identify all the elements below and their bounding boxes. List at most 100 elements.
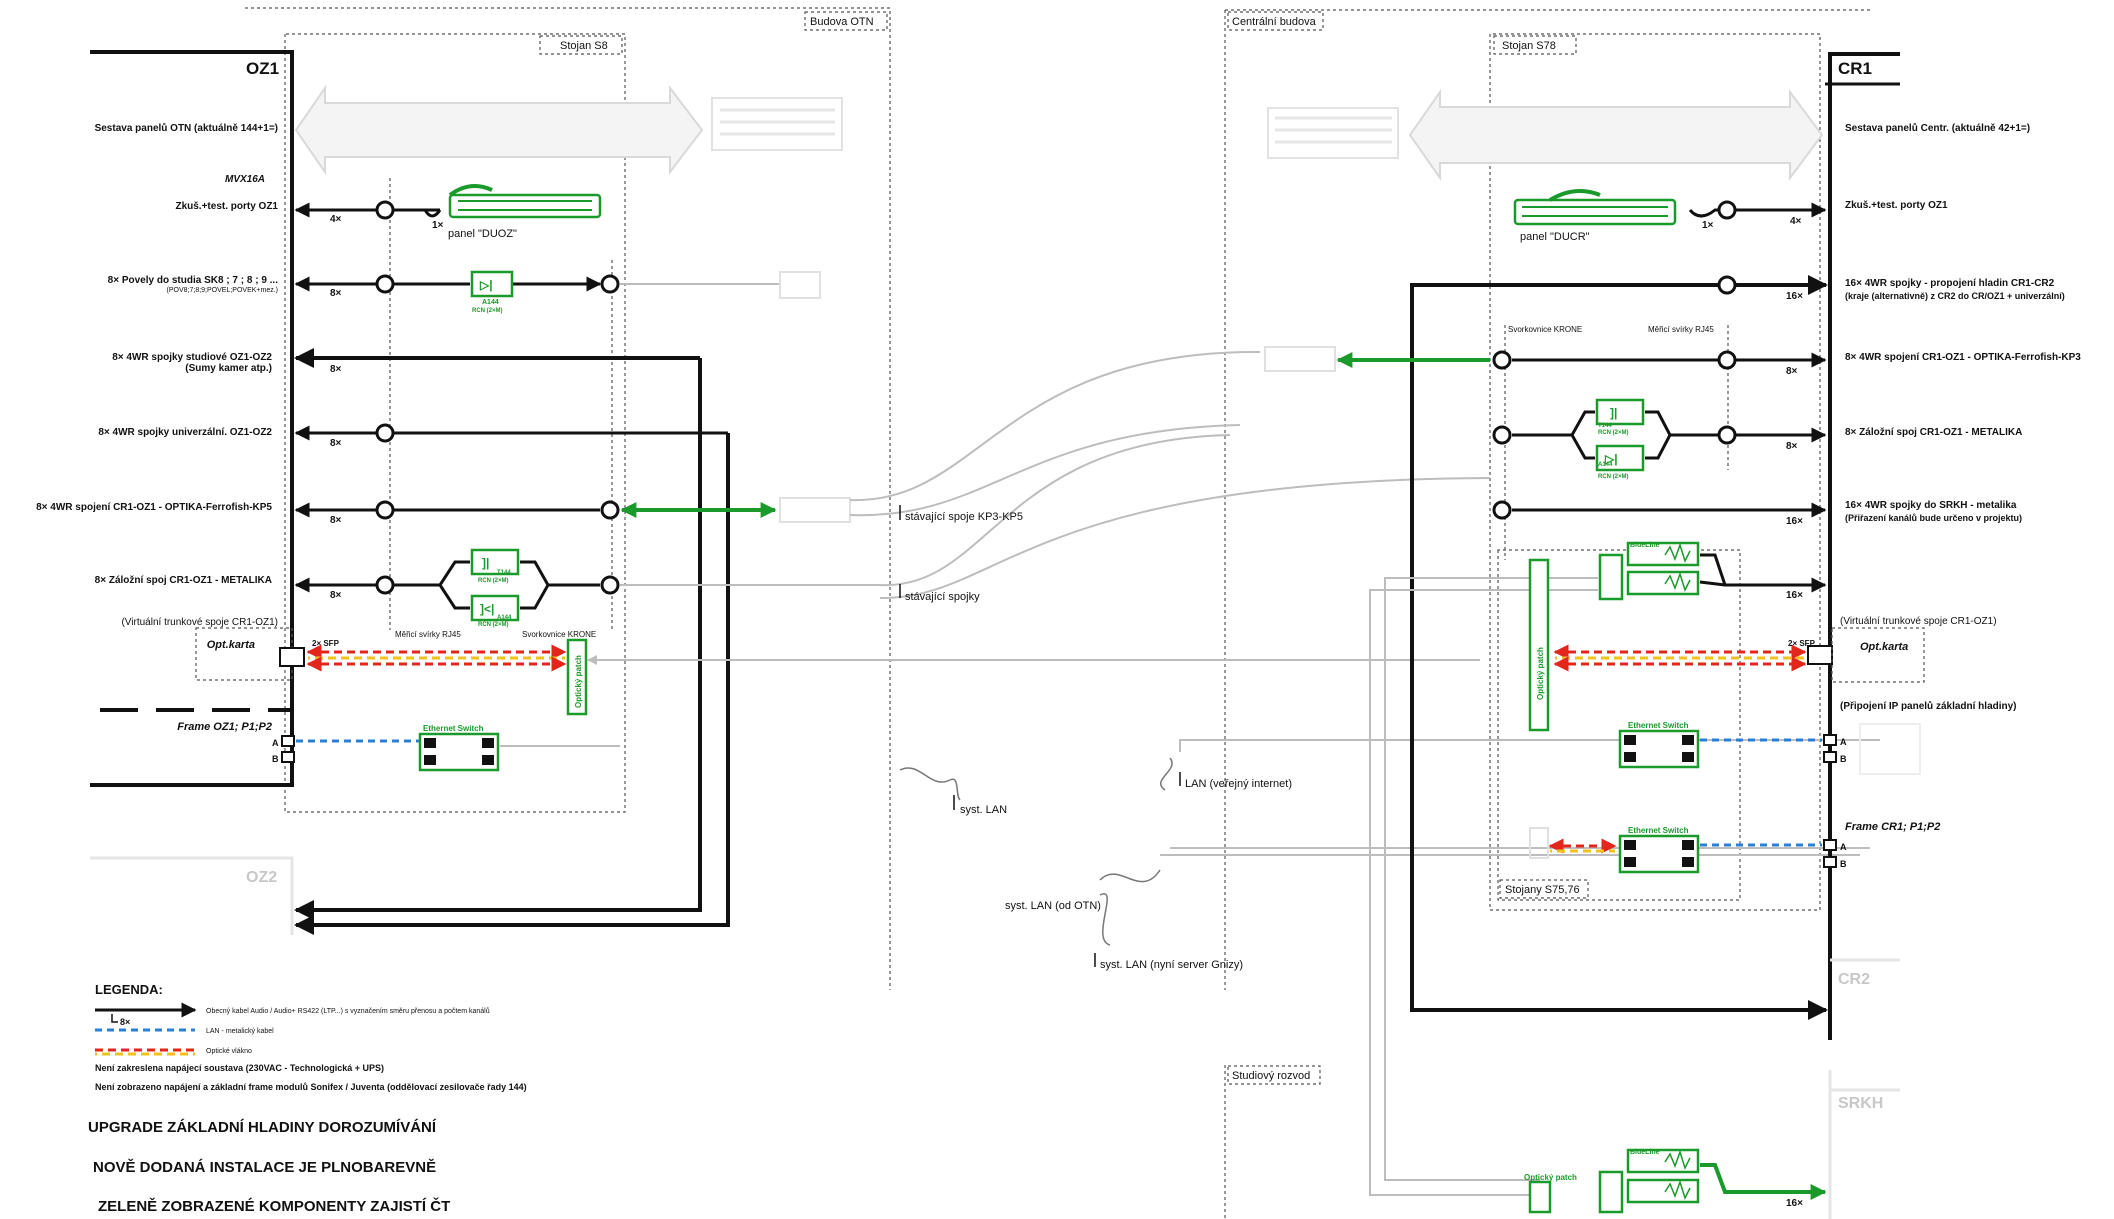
label-studio-links-sub: (Sumy kamer atp.) <box>185 363 272 374</box>
left-row-labels: Sestava panelů OTN (aktuálně 144+1=) MVX… <box>36 122 278 733</box>
svg-text:1×: 1× <box>1702 220 1714 231</box>
a144-box-right: ▷| A144 RCN (2×M) <box>1595 444 1645 480</box>
label-test-ports-right: Zkuš.+test. porty OZ1 <box>1845 200 1948 211</box>
svg-text:Ethernet Switch: Ethernet Switch <box>1628 721 1689 730</box>
footer-upgrade: UPGRADE ZÁKLADNÍ HLADINY DOROZUMÍVÁNÍ <box>88 1119 437 1136</box>
label-backup-metal: 8× Záložní spoj CR1-OZ1 - METALIKA <box>95 575 272 586</box>
legend-item-lan: LAN - metalický kabel <box>206 1028 274 1035</box>
optical-patch-left <box>566 638 588 716</box>
svg-text:8×: 8× <box>330 438 342 449</box>
svg-text:A: A <box>1840 737 1847 747</box>
svg-text:Ethernet Switch: Ethernet Switch <box>423 724 484 733</box>
svg-text:8×: 8× <box>1786 366 1798 377</box>
studio-box <box>1227 1065 1321 1085</box>
ethernet-switch-left: Ethernet Switch <box>418 724 500 772</box>
oz2-faded: OZ2 <box>90 856 294 935</box>
label-panel-assembly-right: Sestava panelů Centr. (aktuálně 42+1=) <box>1845 122 2030 134</box>
svg-text:8×: 8× <box>120 1017 130 1027</box>
left-cables: 4× 1× panel "DUOZ" 8× ▷| A144 RCN (2×M) … <box>294 184 880 935</box>
svg-text:▷|: ▷| <box>1604 452 1618 466</box>
svg-text:16×: 16× <box>1786 1198 1803 1209</box>
label-existing-links: stávající spojky <box>905 591 980 603</box>
svg-text:BlueLine: BlueLine <box>1630 542 1660 549</box>
right-optical: Optický patch 2× SFP Opt.karta <box>1528 558 1925 732</box>
svg-text:16×: 16× <box>1786 516 1803 527</box>
oz1-frame: OZ1 Budova OTN Stojan S8 <box>90 16 874 787</box>
label-cr1-cr2-sub: (kraje (alternativně) z CR2 do CR/OZ1 + … <box>1845 291 2065 301</box>
svg-text:4×: 4× <box>1790 216 1802 227</box>
svg-text:]<|: ]<| <box>480 602 494 616</box>
label-krone-right: Svorkovnice KRONE <box>1508 325 1582 334</box>
svg-text:4×: 4× <box>330 214 342 225</box>
optical-patch-right <box>1528 558 1550 732</box>
label-frame-oz1: Frame OZ1; P1;P2 <box>177 721 272 733</box>
svg-text:8×: 8× <box>1786 441 1798 452</box>
svg-text:A144: A144 <box>482 299 499 306</box>
building-otn-box <box>804 11 888 31</box>
svg-text:RCN (2×M): RCN (2×M) <box>1598 430 1629 436</box>
cr2-srkh-faded: CR2 SRKH <box>1828 958 1900 1219</box>
label-krone-left: Svorkovnice KRONE <box>522 630 596 639</box>
label-studio-links: 8× 4WR spojky studiové OZ1-OZ2 <box>112 352 272 363</box>
label-virtual-trunk-right: (Virtuální trunkové spoje CR1-OZ1) <box>1840 616 1997 627</box>
ducr-panel <box>1513 189 1677 226</box>
svg-text:A: A <box>272 738 279 748</box>
label-syst-lan-otn: syst. LAN (od OTN) <box>1005 900 1101 912</box>
svg-text:]|: ]| <box>482 556 489 570</box>
svg-text:Optický patch: Optický patch <box>574 655 583 708</box>
rack-s78-label: Stojan S78 <box>1502 40 1556 52</box>
legend-item-cable: Obecný kabel Audio / Audio+ RS422 (LTP..… <box>206 1007 490 1015</box>
left-optical: 2× SFP Optický patch <box>195 627 1480 716</box>
studio-label: Studiový rozvod <box>1232 1070 1310 1082</box>
label-syst-lan: syst. LAN <box>960 804 1007 816</box>
label-panel-assembly: Sestava panelů OTN (aktuálně 144+1=) <box>95 122 278 134</box>
rack-s78-box <box>1493 35 1577 55</box>
label-ip-panels: (Připojení IP panelů základní hladiny) <box>1840 700 2017 712</box>
svg-text:16×: 16× <box>1786 291 1803 302</box>
cr1-title: CR1 <box>1838 59 1872 78</box>
rack-s8-label: Stojan S8 <box>560 40 608 52</box>
svg-text:Optický patch: Optický patch <box>1524 1173 1577 1182</box>
label-commands: 8× Povely do studia SK8 ; 7 ; 8 ; 9 ... <box>108 275 279 286</box>
racks-s75-box <box>1499 879 1589 899</box>
label-frame-cr1: Frame CR1; P1;P2 <box>1845 821 1940 833</box>
svg-text:BlueLine: BlueLine <box>1630 1149 1660 1156</box>
cr2-title: CR2 <box>1838 971 1870 988</box>
label-virtual-trunk: (Virtuální trunkové spoje CR1-OZ1) <box>121 617 278 628</box>
label-backup-metal-right: 8× Záložní spoj CR1-OZ1 - METALIKA <box>1845 427 2022 438</box>
svg-text:8×: 8× <box>330 288 342 299</box>
central-building-label: Centrální budova <box>1232 16 1317 28</box>
legend: LEGENDA: 8× Obecný kabel Audio / Audio+ … <box>95 982 527 1092</box>
right-row-labels: Sestava panelů Centr. (aktuálně 42+1=) Z… <box>1840 122 2081 833</box>
legend-note-frame: Není zobrazeno napájení a základní frame… <box>95 1082 527 1092</box>
svg-text:B: B <box>1840 754 1847 764</box>
studio-blueline: Optický patch BlueLine 16× <box>1524 1148 1827 1214</box>
middle-links: stávající spoje KP3-KP5 stávající spojky… <box>849 350 1880 971</box>
label-srkh-links-sub: (Přiřazení kanálů bude určeno v projektu… <box>1845 513 2022 523</box>
left-lan: A B Ethernet Switch <box>272 724 620 772</box>
svg-text:B: B <box>272 754 279 764</box>
svg-text:T144: T144 <box>497 570 511 576</box>
svg-text:2× SFP: 2× SFP <box>1788 639 1816 648</box>
legend-note-power: Není zakreslena napájecí soustava (230VA… <box>95 1063 384 1073</box>
label-panel-ducr: panel "DUCR" <box>1520 231 1590 243</box>
label-kp3-kp5: stávající spoje KP3-KP5 <box>905 511 1023 523</box>
panel-assembly-arrow-right <box>1267 88 1824 182</box>
t144-box-right: ]| T144 RCN (2×M) <box>1595 398 1645 436</box>
blueline-upper: BlueLine <box>1598 541 1700 601</box>
label-optkarta-left: Opt.karta <box>207 639 255 651</box>
svg-text:2× SFP: 2× SFP <box>312 639 340 648</box>
label-optic-kp5: 8× 4WR spojení CR1-OZ1 - OPTIKA-Ferrofis… <box>36 502 272 513</box>
label-lan-internet: LAN (veřejný internet) <box>1185 778 1292 790</box>
svg-text:8×: 8× <box>330 364 342 375</box>
cr1-frame: CR1 Centrální budova Stojan S78 Stojany … <box>1232 16 1900 1082</box>
central-building-box <box>1227 11 1324 31</box>
svg-text:A144: A144 <box>1598 462 1613 468</box>
svg-text:▷|: ▷| <box>479 278 493 292</box>
svg-text:8×: 8× <box>330 590 342 601</box>
panel-assembly-arrow-left <box>294 84 843 176</box>
label-panel-duoz: panel "DUOZ" <box>448 228 517 240</box>
label-commands-sub: (POV8;7;8;9;POVEL;POVEK+mez.) <box>167 287 278 294</box>
svg-text:T144: T144 <box>1598 423 1612 429</box>
